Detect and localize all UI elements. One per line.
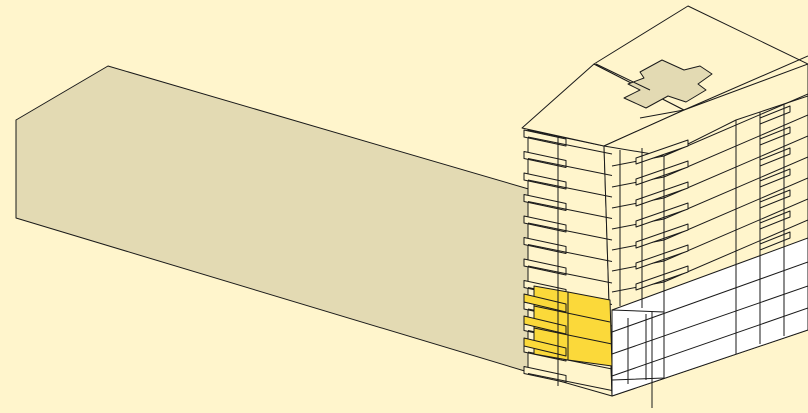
left-floor-slab [523, 194, 567, 211]
left-floor-slab [523, 215, 567, 233]
left-floor-line [527, 373, 613, 391]
right-balcony [635, 139, 689, 165]
left-floor-line [527, 265, 613, 284]
left-floor-slab [523, 237, 567, 254]
left-floor-slab [523, 129, 567, 147]
highlight-balcony-3 [523, 337, 567, 357]
left-floor-line [527, 158, 613, 176]
left-floor-slab [523, 151, 567, 168]
right-balcony [635, 223, 689, 249]
left-floor-line [527, 244, 613, 262]
left-floor-slab [523, 172, 567, 190]
left-floor-slab [523, 366, 567, 383]
right-balcony [635, 244, 689, 270]
left-floor-line [527, 222, 613, 241]
right-balcony [635, 160, 689, 186]
left-floor-slab [523, 258, 567, 276]
right-balcony [635, 265, 689, 291]
left-floor-line [527, 136, 613, 155]
left-floor-line [527, 201, 613, 219]
neutral-units [611, 237, 808, 397]
left-floor-line [527, 179, 613, 198]
right-balcony [635, 181, 689, 207]
right-face-mullions [557, 104, 785, 386]
right-balcony [635, 202, 689, 228]
highlight-unit-2 [567, 291, 613, 367]
highlighted-units [523, 285, 613, 367]
highlight-balcony-1 [523, 293, 567, 313]
roof-hatch [623, 59, 713, 109]
highlight-balcony-2 [523, 315, 567, 335]
